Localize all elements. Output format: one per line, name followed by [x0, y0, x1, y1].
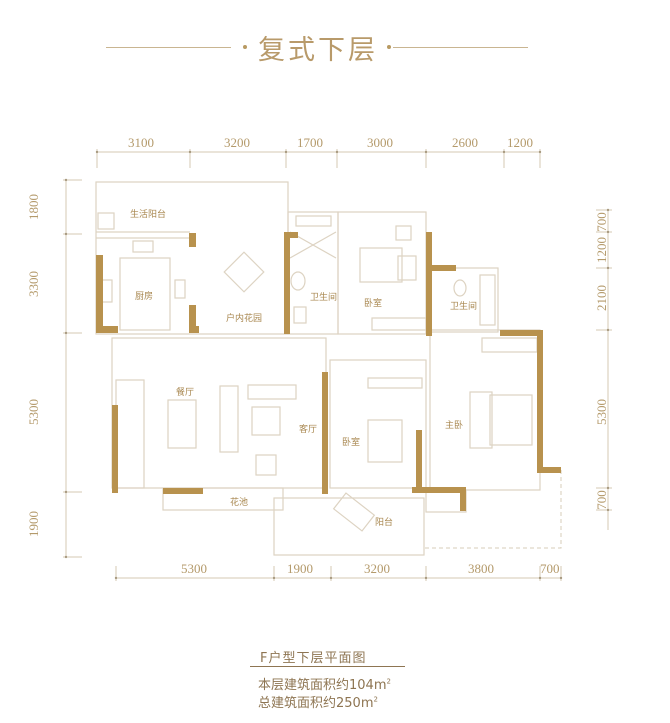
dim-bottom-5: 700: [540, 561, 560, 576]
room-bedroom-1: 卧室: [364, 299, 383, 309]
room-flower-bed: 花池: [230, 498, 249, 508]
dim-top-1: 3100: [128, 135, 154, 150]
dim-right-4: 5300: [594, 399, 609, 425]
title-dot-left: [243, 45, 247, 49]
dim-left-2: 3300: [26, 271, 41, 297]
dim-bottom-3: 3200: [364, 561, 390, 576]
room-indoor-garden: 户内花园: [226, 314, 263, 324]
room-bathroom-1: 卫生间: [310, 293, 338, 303]
title-dot-right: [387, 45, 391, 49]
dim-right-2: 1200: [594, 237, 609, 263]
room-bathroom-2: 卫生间: [450, 302, 478, 312]
page-title: 复式下层: [258, 35, 378, 66]
room-bedroom-2: 卧室: [342, 438, 361, 448]
floor-area-label: 本层建筑面积约104: [258, 678, 374, 693]
area-unit: m: [360, 696, 374, 711]
room-balcony: 阳台: [375, 518, 394, 528]
room-dining: 餐厅: [176, 388, 195, 398]
room-kitchen: 厨房: [135, 292, 154, 302]
area-unit-sup: 2: [386, 677, 391, 686]
dim-top-4: 3000: [367, 135, 393, 150]
dim-top-6: 1200: [507, 135, 533, 150]
room-service-balcony: 生活阳台: [130, 210, 167, 220]
room-master-bedroom: 主卧: [445, 421, 464, 431]
dim-right-3: 2100: [594, 285, 609, 311]
room-living: 客厅: [299, 425, 318, 435]
dim-bottom-1: 5300: [181, 561, 207, 576]
title-rule-right: [393, 47, 528, 48]
plan-name: F户型下层平面图: [260, 651, 367, 666]
title-rule-left: [106, 47, 231, 48]
dim-right-5: 700: [594, 490, 609, 510]
area-unit: m: [373, 678, 387, 693]
area-unit-sup: 2: [373, 695, 378, 704]
dim-left-4: 1900: [26, 511, 41, 537]
total-area: 总建筑面积约250m2: [258, 692, 378, 711]
floor-area: 本层建筑面积约104m2: [258, 674, 391, 693]
dim-top-2: 3200: [224, 135, 250, 150]
dim-left-1: 1800: [26, 194, 41, 220]
dim-bottom-2: 1900: [287, 561, 313, 576]
dim-bottom-4: 3800: [468, 561, 494, 576]
caption-divider: [250, 666, 405, 667]
total-area-label: 总建筑面积约250: [258, 696, 361, 711]
dim-top-3: 1700: [297, 135, 323, 150]
dim-left-3: 5300: [26, 399, 41, 425]
dim-top-5: 2600: [452, 135, 478, 150]
